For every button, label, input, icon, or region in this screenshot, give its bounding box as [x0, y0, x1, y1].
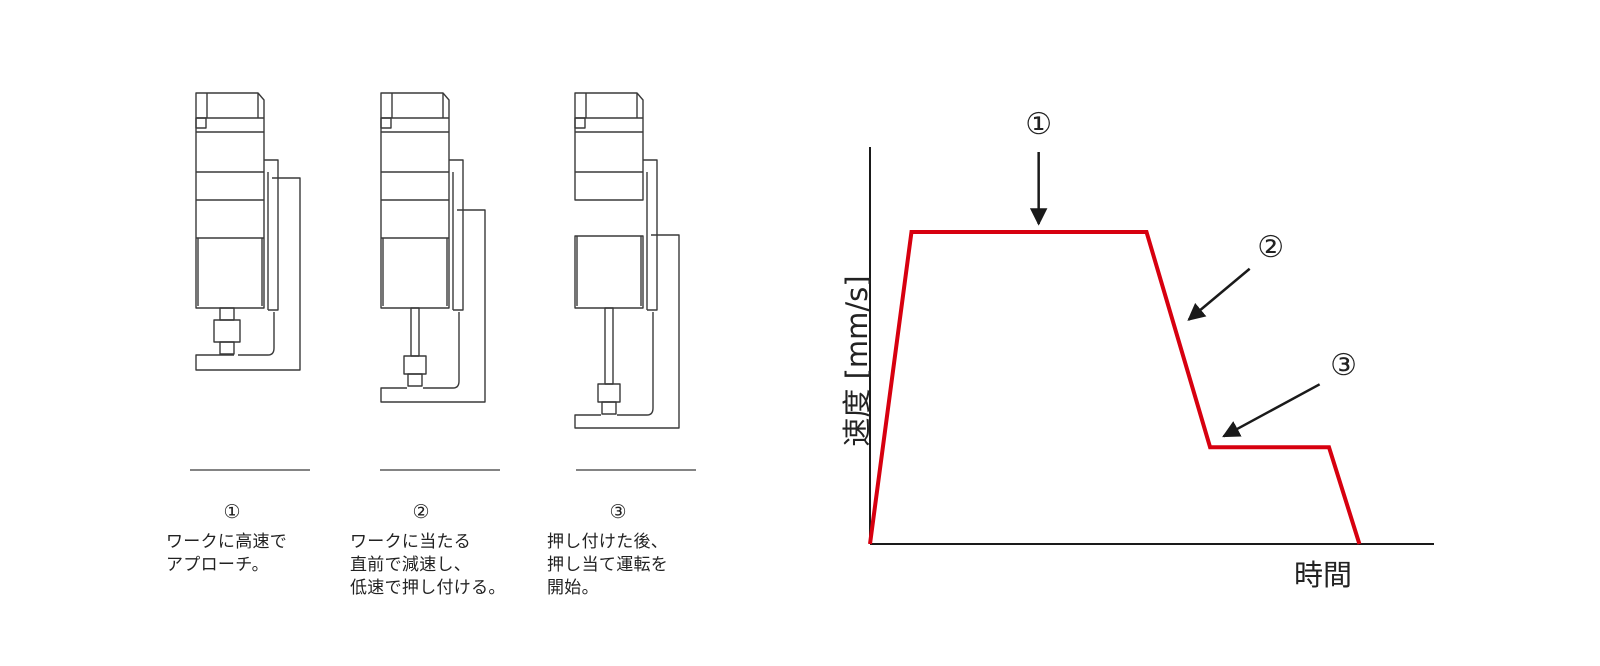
annotation-arrow-2	[1187, 267, 1251, 321]
annotation-label-3: ③	[1330, 348, 1358, 384]
step-1-number: ①	[223, 501, 241, 523]
step-1-description: ワークに高速で アプローチ。	[166, 532, 288, 575]
chart-series	[868, 229, 1362, 545]
actuator-illustration-1	[195, 92, 301, 371]
step-2-description: ワークに当たる 直前で減速し、 低速で押し付ける。	[350, 532, 506, 598]
annotation-label-1: ①	[1025, 106, 1053, 142]
annotation-arrow-3	[1222, 383, 1321, 438]
actuator-illustration-2	[380, 92, 486, 403]
actuator-illustrations	[190, 92, 696, 471]
annotation-label-2: ②	[1257, 229, 1285, 265]
step-2-number: ②	[412, 501, 430, 523]
x-axis-label: 時間	[1294, 558, 1353, 592]
chart-annotations	[1029, 151, 1321, 438]
y-axis-label: 速度 [mm/s]	[840, 275, 874, 447]
step-3-description: 押し付けた後、 押し当て運転を 開始。	[547, 532, 669, 598]
actuator-illustration-3	[574, 92, 680, 429]
step-3-number: ③	[609, 501, 627, 523]
chart-axes	[869, 147, 1434, 545]
velocity-profile-line-1	[868, 229, 1362, 545]
